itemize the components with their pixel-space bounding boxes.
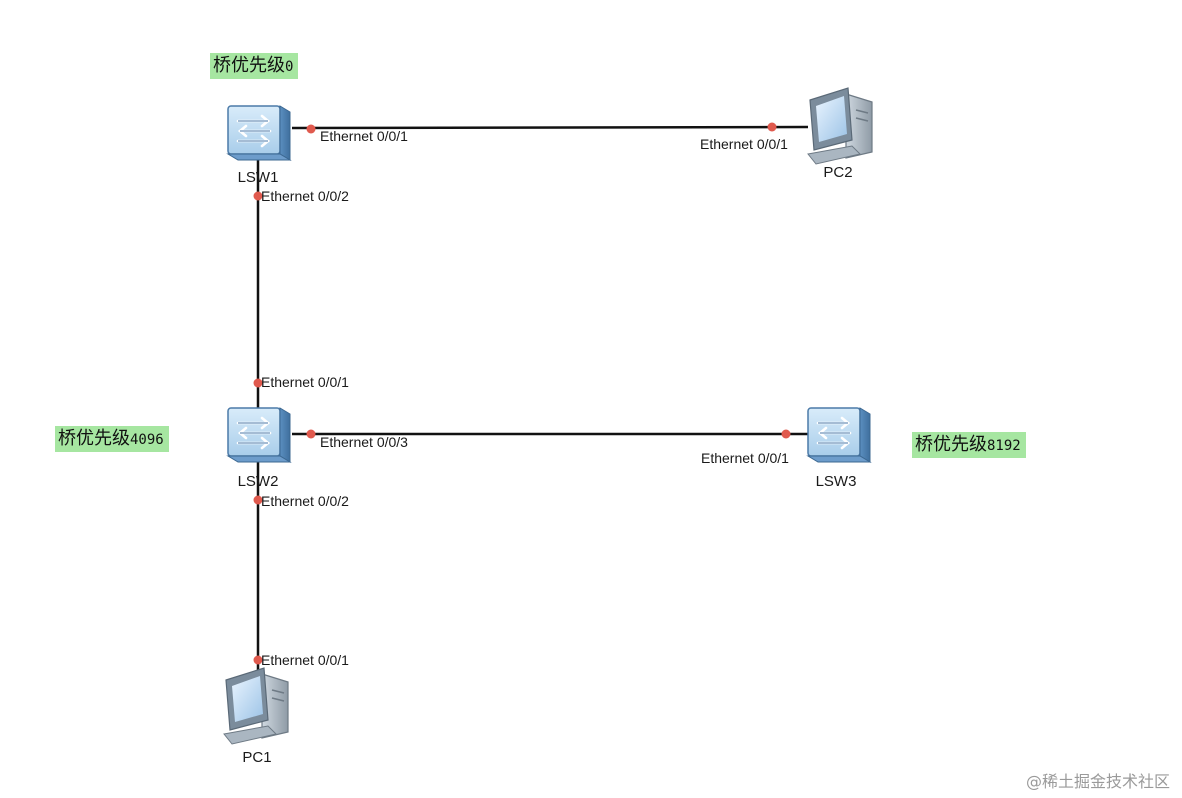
device-name-pc1: PC1 <box>242 749 271 766</box>
port-label-lsw1-e001: Ethernet 0/0/1 <box>320 128 408 144</box>
device-lsw3[interactable]: LSW3 <box>806 406 872 490</box>
device-name-lsw2: LSW2 <box>238 473 279 490</box>
device-name-lsw3: LSW3 <box>816 473 857 490</box>
priority-label: 桥优先级 <box>213 55 285 76</box>
port-dot-lsw2-e001 <box>253 378 263 388</box>
switch-icon <box>226 406 292 464</box>
port-dot-lsw2-e003 <box>306 429 316 439</box>
priority-label: 桥优先级 <box>58 428 130 449</box>
priority-badge-lsw2: 桥优先级4096 <box>55 426 169 452</box>
watermark: @稀土掘金技术社区 <box>1025 772 1170 791</box>
device-pc1[interactable]: PC1 <box>223 667 289 766</box>
priority-value: 0 <box>285 59 294 75</box>
priority-value: 8192 <box>987 438 1021 454</box>
port-dot-lsw1-e002 <box>253 191 263 201</box>
port-label-pc1-e001: Ethernet 0/0/1 <box>261 652 349 668</box>
port-label-lsw2-e003: Ethernet 0/0/3 <box>320 434 408 450</box>
port-dot-lsw3-e001 <box>781 429 791 439</box>
device-name-lsw1: LSW1 <box>238 169 279 186</box>
link-lsw1-pc2 <box>291 125 809 130</box>
priority-label: 桥优先级 <box>915 434 987 455</box>
port-label-lsw2-e001: Ethernet 0/0/1 <box>261 374 349 390</box>
priority-badge-lsw1: 桥优先级0 <box>210 53 299 79</box>
port-dot-pc2-e001 <box>767 122 777 132</box>
pc-icon <box>223 667 289 745</box>
priority-badge-lsw3: 桥优先级8192 <box>912 432 1026 458</box>
device-pc2[interactable]: PC2 <box>807 87 873 181</box>
port-dot-pc1-e001 <box>253 655 263 665</box>
port-dot-lsw1-e001 <box>306 124 316 134</box>
device-lsw1[interactable]: LSW1 <box>226 104 292 186</box>
port-label-pc2-e001: Ethernet 0/0/1 <box>700 136 788 152</box>
device-lsw2[interactable]: LSW2 <box>226 406 292 490</box>
port-label-lsw3-e001: Ethernet 0/0/1 <box>701 450 789 466</box>
port-label-lsw2-e002: Ethernet 0/0/2 <box>261 493 349 509</box>
priority-value: 4096 <box>130 432 164 448</box>
pc-icon <box>807 87 873 165</box>
port-label-lsw1-e002: Ethernet 0/0/2 <box>261 188 349 204</box>
device-name-pc2: PC2 <box>823 164 852 181</box>
switch-icon <box>806 406 872 464</box>
port-dot-lsw2-e002 <box>253 495 263 505</box>
switch-icon <box>226 104 292 162</box>
